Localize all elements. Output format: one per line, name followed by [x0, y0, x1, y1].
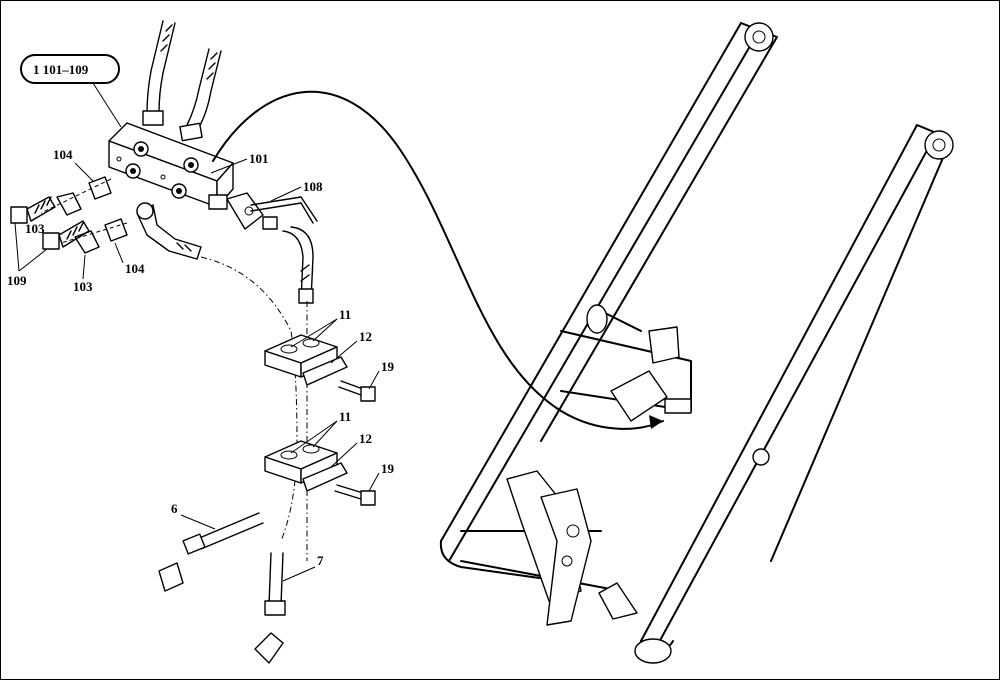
label-101: 101 — [249, 151, 269, 166]
label-104-upper: 104 — [53, 147, 73, 162]
label-104-lower: 104 — [125, 261, 145, 276]
callout-text: 1 101–109 — [33, 62, 89, 77]
hose-7 — [254, 552, 286, 664]
elbow-fitting — [136, 202, 202, 260]
callout-box[interactable] — [20, 54, 120, 84]
fittings-upper — [10, 176, 112, 224]
label-103-lower: 103 — [73, 279, 93, 294]
label-12-lower: 12 — [359, 431, 372, 446]
clamp-lower — [264, 440, 376, 506]
elbow-hose — [282, 226, 314, 304]
part-labels: 104 101 108 103 109 103 104 11 12 19 11 … — [7, 147, 395, 582]
label-109: 109 — [7, 273, 27, 288]
valve-block — [108, 122, 234, 208]
hose-6 — [158, 512, 264, 592]
label-103-upper: 103 — [25, 221, 45, 236]
callout-group[interactable]: 1 101–109 — [20, 54, 122, 128]
label-12-upper: 12 — [359, 329, 372, 344]
fittings-lower — [42, 218, 128, 254]
ball-valve — [208, 192, 318, 230]
label-19-upper: 19 — [381, 359, 395, 374]
label-11-lower: 11 — [339, 409, 351, 424]
callout-leader — [92, 82, 122, 128]
label-11-upper: 11 — [339, 307, 351, 322]
label-108: 108 — [303, 179, 323, 194]
label-7: 7 — [317, 553, 324, 568]
label-19-lower: 19 — [381, 461, 395, 476]
clamp-upper — [264, 334, 376, 402]
loader-arm — [439, 22, 954, 664]
label-6: 6 — [171, 501, 178, 516]
hose-left — [142, 20, 176, 126]
hose-right — [179, 48, 222, 142]
routing-line — [212, 90, 664, 430]
